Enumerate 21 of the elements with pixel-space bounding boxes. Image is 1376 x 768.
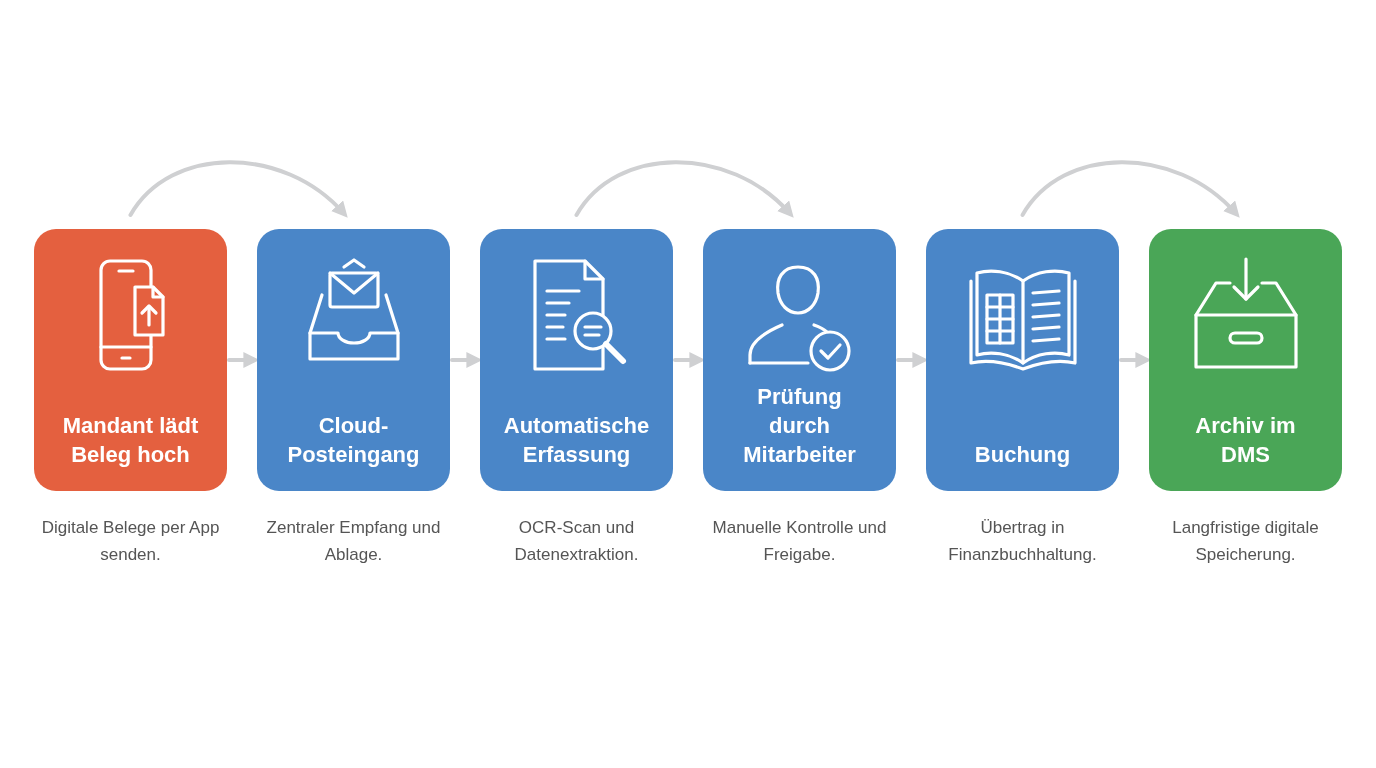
step-box (926, 229, 1119, 491)
step-box (1149, 229, 1342, 491)
step-title: Cloud-Posteingang (286, 412, 421, 469)
step-box (34, 229, 227, 491)
arrow (1020, 160, 1241, 218)
step-description: Digitale Belege per App senden. (40, 517, 221, 566)
arrow (128, 160, 349, 218)
step-title: Buchung (973, 441, 1072, 469)
step-description: Zentraler Empfang und Ablage. (265, 517, 442, 566)
step-title: Automatische Erfassung (502, 412, 651, 469)
step-title: Mandant lädt Beleg hoch (61, 412, 200, 469)
step-title: Prüfung durch Mitarbeiter (742, 383, 857, 469)
arrow (574, 160, 795, 218)
step-box (480, 229, 673, 491)
step-description: OCR-Scan und Datenextraktion. (513, 517, 640, 566)
step-description: Übertrag in Finanzbuchhaltung. (947, 517, 1098, 566)
step-description: Langfristige digitale Speicherung. (1171, 517, 1320, 566)
step-title: Archiv im DMS (1194, 412, 1297, 469)
step-box (703, 229, 896, 491)
step-description: Manuelle Kontrolle und Freigabe. (711, 517, 888, 566)
step-box (257, 229, 450, 491)
